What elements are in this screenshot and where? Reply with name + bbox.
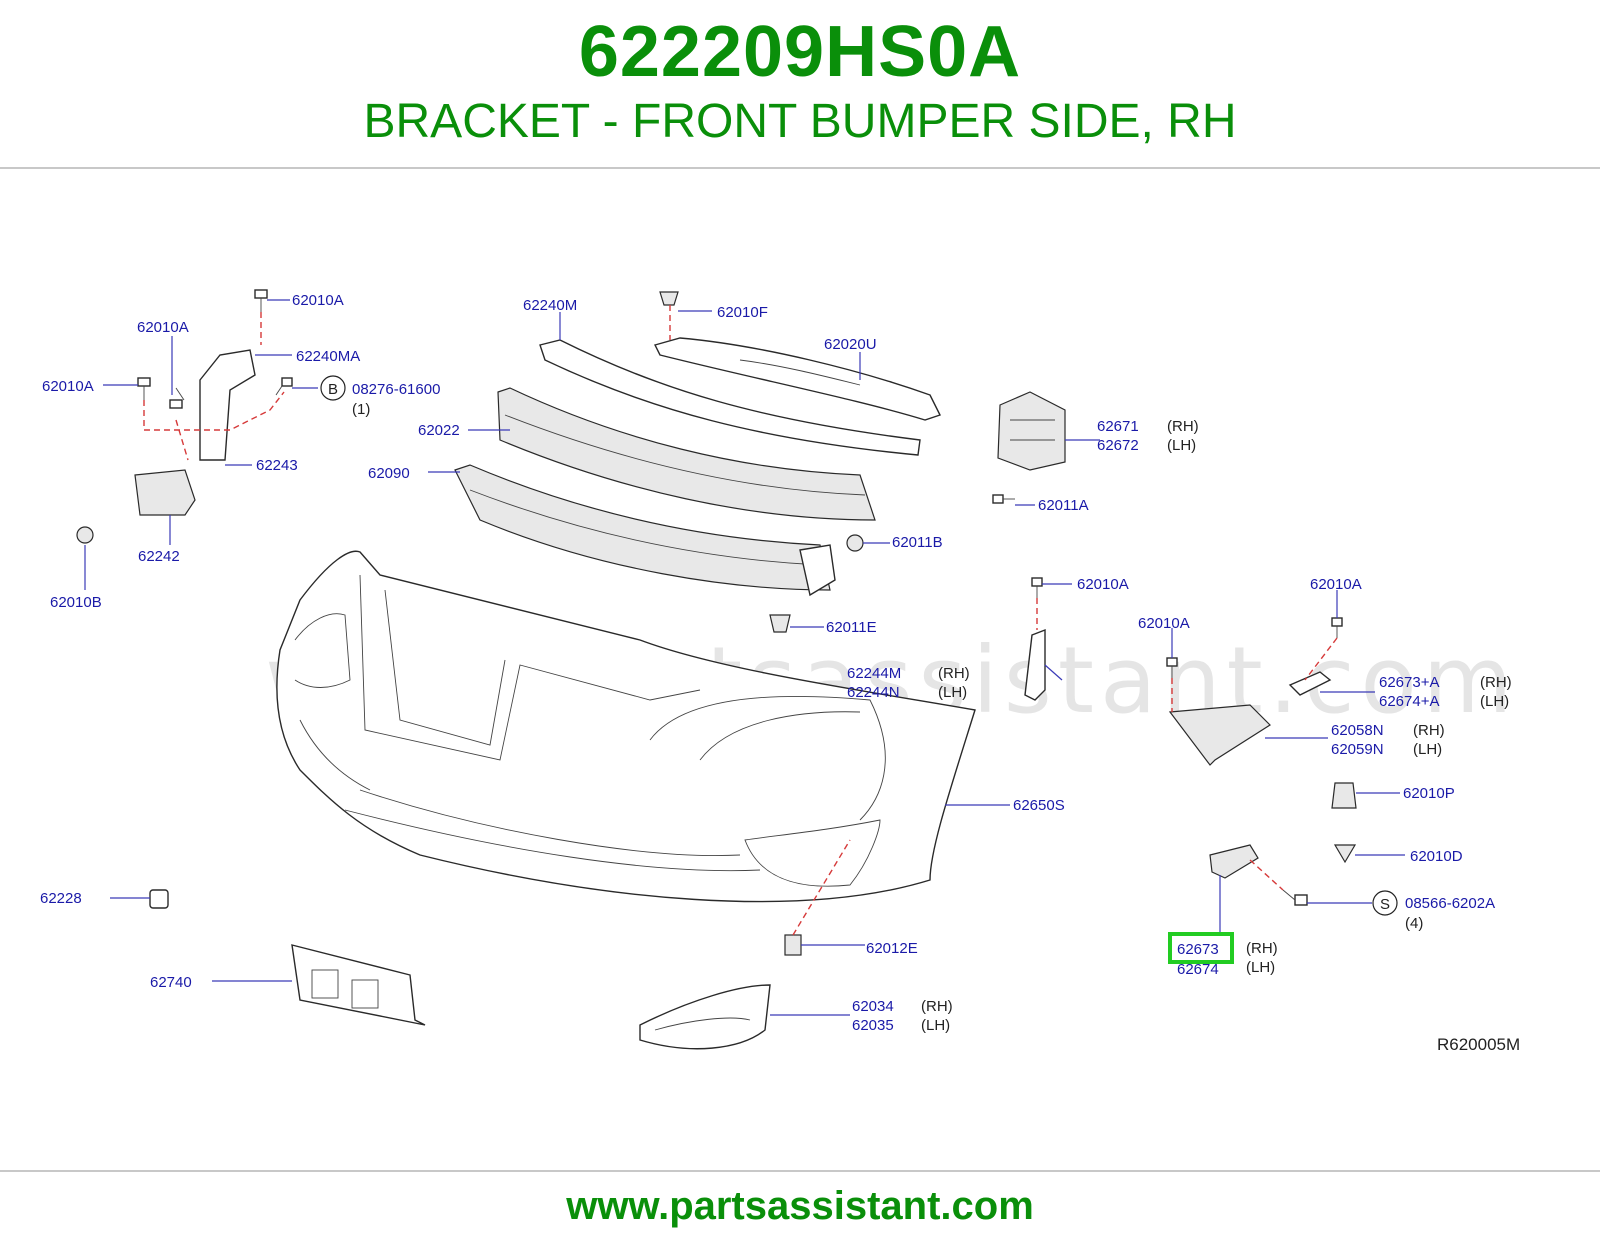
label-62672-side: (LH)	[1167, 437, 1196, 454]
clip-62010F-icon[interactable]	[659, 291, 679, 306]
bolt-62010A-left1-icon[interactable]	[137, 377, 151, 400]
label-62058N[interactable]: 62058N	[1331, 722, 1384, 739]
label-62228[interactable]: 62228	[40, 890, 82, 907]
label-62022[interactable]: 62022	[418, 422, 460, 439]
label-62244M-side: (RH)	[938, 665, 970, 682]
label-62242[interactable]: 62242	[138, 548, 180, 565]
clip-62012E-icon[interactable]	[784, 934, 802, 956]
label-62674-side: (LH)	[1246, 959, 1275, 976]
label-62010A-left2[interactable]: 62010A	[42, 378, 94, 395]
cap-62228-part[interactable]	[149, 889, 169, 909]
label-62673A-side: (RH)	[1480, 674, 1512, 691]
label-62012E[interactable]: 62012E	[866, 940, 918, 957]
label-62671-side: (RH)	[1167, 418, 1199, 435]
label-62010A-right[interactable]: 62010A	[1310, 576, 1362, 593]
fog-cover-62034-part[interactable]	[639, 984, 771, 1050]
label-62011A[interactable]: 62011A	[1038, 497, 1089, 514]
bumper-reinforcement-part[interactable]	[454, 464, 836, 597]
footer-website-link[interactable]: www.partsassistant.com	[566, 1184, 1034, 1228]
diagram-reference-code: R620005M	[1437, 1035, 1520, 1054]
label-62010A-mid[interactable]: 62010A	[1077, 576, 1129, 593]
clip-62010P-icon[interactable]	[1331, 782, 1357, 809]
bolt-62010A-top-icon[interactable]	[254, 289, 268, 312]
label-62011E[interactable]: 62011E	[826, 619, 877, 636]
bumper-cover-part[interactable]	[276, 550, 976, 903]
energy-absorber-part[interactable]	[497, 387, 876, 521]
label-62011B[interactable]: 62011B	[892, 534, 943, 551]
label-62010A-right2[interactable]: 62010A	[1138, 615, 1190, 632]
circle-B-letter: B	[328, 381, 338, 398]
clip-62011E-icon[interactable]	[769, 614, 791, 633]
label-62674A[interactable]: 62674+A	[1379, 693, 1439, 710]
label-62059N[interactable]: 62059N	[1331, 741, 1384, 758]
footer-divider	[0, 1170, 1600, 1172]
bracket-62673-part[interactable]	[1209, 844, 1259, 879]
label-62090[interactable]: 62090	[368, 465, 410, 482]
left-stay-part[interactable]	[199, 349, 256, 461]
label-62035[interactable]: 62035	[852, 1017, 894, 1034]
label-08276-61600[interactable]: 08276-61600	[352, 381, 440, 398]
label-08566-6202A[interactable]: 08566-6202A	[1405, 895, 1495, 912]
label-62674A-side: (LH)	[1480, 693, 1509, 710]
page-header: 622209HS0A BRACKET - FRONT BUMPER SIDE, …	[0, 0, 1600, 170]
label-62244N[interactable]: 62244N	[847, 684, 900, 701]
label-62672[interactable]: 62672	[1097, 437, 1139, 454]
callout-circle-S	[1372, 890, 1398, 916]
label-62010D[interactable]: 62010D	[1410, 848, 1463, 865]
label-08276-qty: (1)	[352, 401, 370, 418]
label-62673-side: (RH)	[1246, 940, 1278, 957]
label-62034[interactable]: 62034	[852, 998, 894, 1015]
label-62058N-side: (RH)	[1413, 722, 1445, 739]
label-62010F[interactable]: 62010F	[717, 304, 768, 321]
part-number-title: 622209HS0A	[578, 12, 1022, 92]
label-62673-highlighted[interactable]: 62673	[1177, 941, 1219, 958]
label-62020U[interactable]: 62020U	[824, 336, 877, 353]
upper-cover-part[interactable]	[653, 337, 941, 421]
label-62673A[interactable]: 62673+A	[1379, 674, 1439, 691]
bracket-62673A-part[interactable]	[1288, 671, 1332, 696]
label-62010A-top[interactable]: 62010A	[292, 292, 344, 309]
label-62010B[interactable]: 62010B	[50, 594, 102, 611]
header-divider	[0, 167, 1600, 169]
label-62035-side: (LH)	[921, 1017, 950, 1034]
callout-circle-B	[320, 375, 346, 401]
label-62034-side: (RH)	[921, 998, 953, 1015]
label-62010P[interactable]: 62010P	[1403, 785, 1455, 802]
clip-62011B-icon[interactable]	[846, 534, 864, 552]
upper-bracket-part[interactable]	[539, 339, 921, 456]
bolt-62010A-left2-icon[interactable]	[169, 387, 185, 409]
clip-62010D-icon[interactable]	[1333, 844, 1357, 864]
label-62059N-side: (LH)	[1413, 741, 1442, 758]
bracket-62244M-part[interactable]	[1024, 628, 1046, 701]
label-62010A-left1[interactable]: 62010A	[137, 319, 189, 336]
label-62244M[interactable]: 62244M	[847, 665, 901, 682]
label-62671[interactable]: 62671	[1097, 418, 1139, 435]
bolt-08276-icon[interactable]	[275, 377, 293, 396]
circle-S-letter: S	[1380, 896, 1390, 913]
screw-08566-icon[interactable]	[1282, 889, 1308, 906]
label-62674[interactable]: 62674	[1177, 961, 1219, 978]
label-62740[interactable]: 62740	[150, 974, 192, 991]
bracket-62671-part[interactable]	[997, 391, 1066, 471]
highlight-box-62673	[1168, 932, 1234, 964]
label-62243[interactable]: 62243	[256, 457, 298, 474]
part-description: BRACKET - FRONT BUMPER SIDE, RH	[363, 95, 1237, 148]
label-62244N-side: (LH)	[938, 684, 967, 701]
label-62650S[interactable]: 62650S	[1013, 797, 1065, 814]
label-62240MA[interactable]: 62240MA	[296, 348, 360, 365]
label-08566-qty: (4)	[1405, 915, 1423, 932]
bolt-62011A-icon[interactable]	[992, 494, 1015, 504]
bracket-62058N-part[interactable]	[1168, 704, 1271, 766]
nut-62010B-icon[interactable]	[76, 526, 94, 544]
license-bracket-62740-part[interactable]	[291, 944, 426, 1026]
bolt-62010A-mid-icon[interactable]	[1031, 577, 1043, 598]
label-62240M[interactable]: 62240M	[523, 297, 577, 314]
left-bracket-62242-part[interactable]	[134, 469, 196, 516]
